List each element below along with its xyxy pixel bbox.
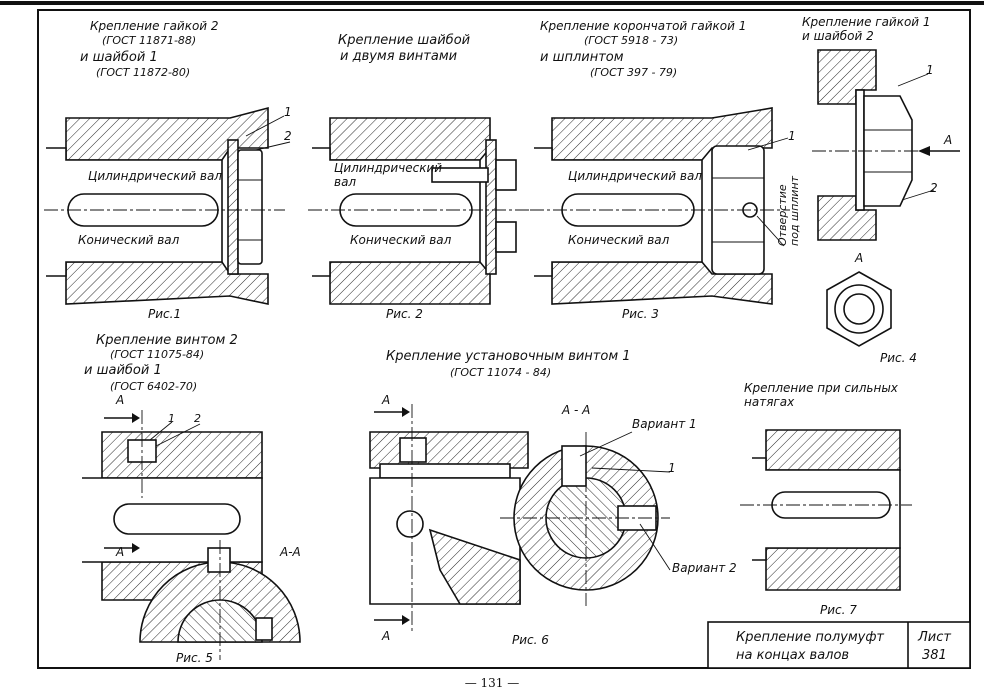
fig2-hub-top <box>329 117 491 161</box>
figure-1: Крепление гайкой 2 (ГОСТ 11871-88) и шай… <box>44 19 292 321</box>
fig1-shaft-cyl-label: Цилиндрический вал <box>88 169 222 183</box>
fig3-hole-label-1: Отверстие <box>776 184 789 246</box>
fig2-title-line-1: Крепление шайбой <box>338 33 470 48</box>
fig7-title-line-1: Крепление при сильных <box>744 381 899 395</box>
fig4-view-letter: А <box>943 133 952 147</box>
fig5-section-screw <box>207 547 231 573</box>
fig5-title-line-2: (ГОСТ 11075-84) <box>110 348 204 361</box>
figure-6: Крепление установочным винтом 1 (ГОСТ 11… <box>369 349 737 647</box>
figure-4: Крепление гайкой 1 и шайбой 2 А 1 2 А Ри… <box>802 15 960 365</box>
fig6-variant2-label: Вариант 2 <box>672 561 737 575</box>
fig4-view-mark: А <box>854 251 863 265</box>
fig5-hub-top <box>101 431 263 479</box>
title-block: Крепление полумуфт на концах валов Лист … <box>707 621 971 669</box>
fig2-screw-top <box>431 167 489 183</box>
fig4-title-line-1: Крепление гайкой 1 <box>802 15 931 29</box>
fig1-washer <box>227 139 239 275</box>
fig5-section-key <box>255 617 273 641</box>
sheet-frame <box>0 1 984 669</box>
fig4-title-line-2: и шайбой 2 <box>802 29 874 43</box>
fig2-screw-head-bottom <box>495 221 517 253</box>
fig1-hub-bottom <box>65 261 269 305</box>
fig1-title-line-4: (ГОСТ 11872-80) <box>96 66 190 79</box>
fig5-caption: Рис. 5 <box>176 651 213 665</box>
fig5-title-line-4: (ГОСТ 6402-70) <box>110 380 197 393</box>
figure-3: Крепление корончатой гайкой 1 (ГОСТ 5918… <box>530 19 801 321</box>
fig1-title-line-1: Крепление гайкой 2 <box>90 19 219 33</box>
fig7-hub-top <box>765 429 901 471</box>
fig7-hub-bottom <box>765 547 901 591</box>
fig5-section-mark-top: А <box>115 393 124 407</box>
fig1-shaft-con-label: Конический вал <box>78 233 180 247</box>
fig5-keyway <box>113 503 241 535</box>
fig3-title-line-2: (ГОСТ 5918 - 73) <box>584 34 678 47</box>
title-block-sheet-number: 381 <box>922 648 947 663</box>
fig3-title-line-4: (ГОСТ 397 - 79) <box>590 66 677 79</box>
fig5-section-mark-bottom: А <box>115 545 124 559</box>
figure-7: Крепление при сильных натягах Рис. 7 <box>740 381 912 617</box>
fig1-title-line-3: и шайбой 1 <box>80 50 158 65</box>
fig6-key <box>379 463 511 479</box>
title-block-name-line-2: на концах валов <box>736 648 849 663</box>
fig6-section-label: А - А <box>561 403 590 417</box>
fig2-shaft-cyl-label-1: Цилиндрический <box>334 161 442 175</box>
fig2-caption: Рис. 2 <box>386 307 423 321</box>
fig1-caption: Рис.1 <box>148 307 181 321</box>
fig3-hub-bottom <box>551 261 773 305</box>
fig6-hub-cut <box>428 528 521 605</box>
fig1-callout-2: 2 <box>284 129 292 143</box>
fig1-callout-1: 1 <box>284 105 292 119</box>
fig1-title-line-2: (ГОСТ 11871-88) <box>102 34 196 47</box>
fig2-shaft-con-label: Конический вал <box>350 233 452 247</box>
fig6-set-screw <box>399 437 427 463</box>
fig3-caption: Рис. 3 <box>622 307 659 321</box>
fig5-title-line-3: и шайбой 1 <box>84 363 162 378</box>
fig3-hole-label-2: под шплинт <box>788 175 801 246</box>
fig4-callout-1: 1 <box>926 63 934 77</box>
fig6-variant1-screw <box>561 445 587 487</box>
fig4-caption: Рис. 4 <box>880 351 917 365</box>
fig5-title-line-1: Крепление винтом 2 <box>96 333 238 348</box>
fig7-title-line-2: натягах <box>744 395 795 409</box>
fig4-shaft-view <box>843 293 875 325</box>
figure-5: Крепление винтом 2 (ГОСТ 11075-84) и шай… <box>82 333 301 665</box>
fig3-callout-1: 1 <box>788 129 796 143</box>
fig3-title-line-1: Крепление корончатой гайкой 1 <box>540 19 746 33</box>
fig3-title-line-3: и шплинтом <box>540 50 624 65</box>
fig5-callout-2: 2 <box>194 412 201 425</box>
fig1-nut <box>237 149 263 265</box>
fig6-variant1-label: Вариант 1 <box>632 417 697 431</box>
fig6-hub-top <box>369 431 529 469</box>
fig6-title-line-2: (ГОСТ 11074 - 84) <box>450 366 551 379</box>
fig5-callout-1: 1 <box>168 412 175 425</box>
fig2-hub-bottom <box>329 261 491 305</box>
figure-2: Крепление шайбой и двумя винтами Цилиндр… <box>308 33 530 321</box>
fig2-washer <box>485 139 497 275</box>
title-block-name-line-1: Крепление полумуфт <box>736 630 884 645</box>
fig6-caption: Рис. 6 <box>512 633 549 647</box>
fig2-shaft-cyl-label-2: вал <box>334 175 356 189</box>
fig6-title-line-1: Крепление установочным винтом 1 <box>386 349 631 364</box>
fig4-washer <box>855 89 865 211</box>
fig6-side-screw <box>396 510 424 538</box>
title-block-sheet-label: Лист <box>917 630 951 645</box>
fig7-caption: Рис. 7 <box>820 603 857 617</box>
fig3-shaft-con-label: Конический вал <box>568 233 670 247</box>
fig2-title-line-2: и двумя винтами <box>340 49 457 64</box>
fig2-screw-head-top <box>495 159 517 191</box>
page-number: — 131 — <box>464 676 520 690</box>
fig4-callout-2: 2 <box>930 181 938 195</box>
fig5-section-label: А-А <box>279 545 301 559</box>
fig6-callout-1: 1 <box>668 461 676 475</box>
fig6-section-mark-bottom: А <box>381 629 390 643</box>
fig6-section-mark-top: А <box>381 393 390 407</box>
fig3-shaft-cyl-label: Цилиндрический вал <box>568 169 702 183</box>
